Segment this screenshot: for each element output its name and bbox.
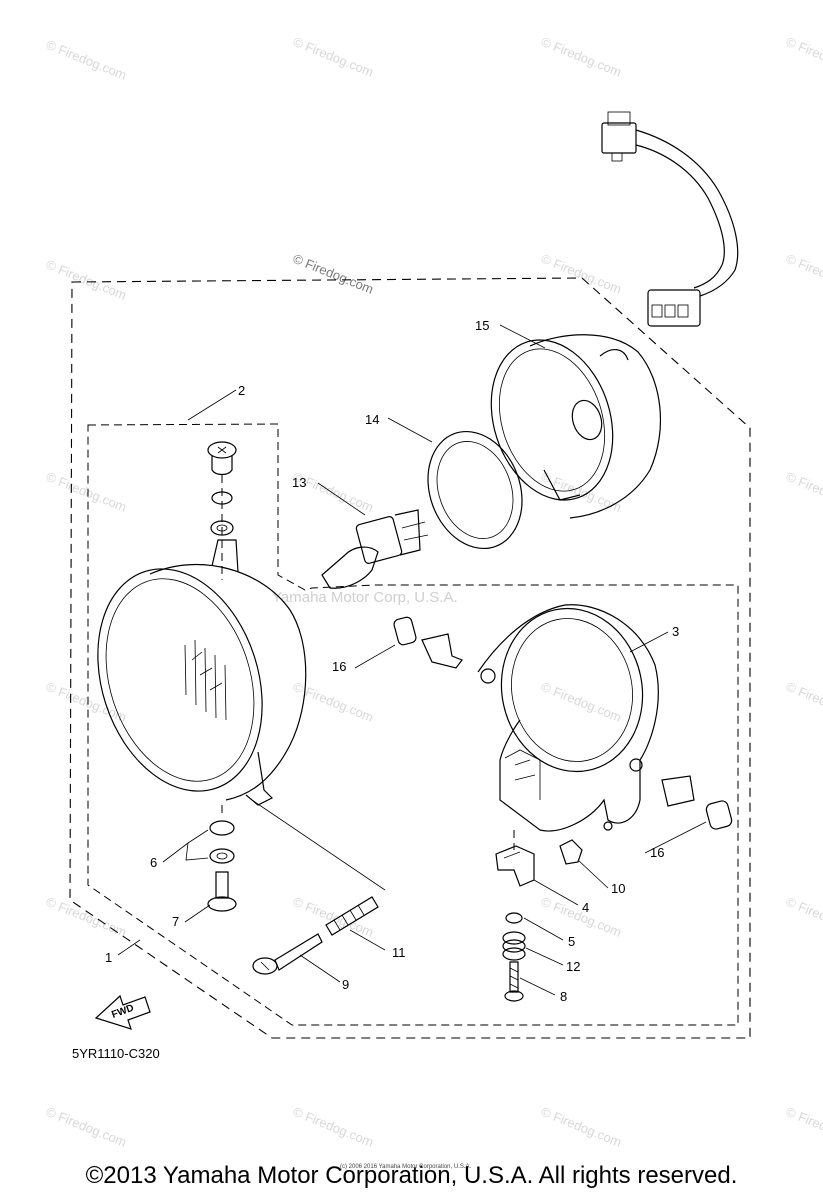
part-15-housing <box>490 334 662 519</box>
callout-5: 5 <box>568 934 575 949</box>
callout-16-right: 16 <box>650 845 664 860</box>
part-3-bracket <box>477 604 659 832</box>
watermark-text: © Firedog.com <box>291 251 376 297</box>
leader-lines <box>117 324 707 996</box>
callout-16-left: 16 <box>332 659 346 674</box>
watermark-center-text: Yamaha Motor Corp, U.S.A. <box>272 589 458 606</box>
part-7-bolt <box>207 871 237 912</box>
watermark-text: © Firedog.com <box>539 1104 624 1150</box>
watermark-text: © Firedog.com <box>291 1104 376 1150</box>
callout-9: 9 <box>342 977 349 992</box>
watermark-text: © Firedog.com <box>784 1104 823 1150</box>
callout-3: 3 <box>672 624 679 639</box>
watermark-text: © Firedog.com <box>784 251 823 297</box>
watermark-text: © Firedog.com <box>539 34 624 80</box>
callout-11: 11 <box>392 945 406 960</box>
callout-4: 4 <box>582 900 589 915</box>
alignment-lines <box>221 799 515 891</box>
callout-15: 15 <box>475 318 489 333</box>
part-12-spring <box>502 931 526 961</box>
part-16-grommet-right <box>661 775 733 830</box>
watermark-text: © Firedog.com <box>539 469 624 515</box>
assembly-outline-2 <box>87 423 739 1026</box>
callout-7: 7 <box>172 914 179 929</box>
watermark-text: © Firedog.com <box>44 1104 129 1150</box>
watermark-layer: © Firedog.com © Firedog.com © Firedog.co… <box>44 34 823 1150</box>
watermark-text: © Firedog.com <box>539 251 624 297</box>
watermark-text: © Firedog.com <box>784 469 823 515</box>
watermark-text: © Firedog.com <box>784 34 823 80</box>
diagram-code: 5YR1110-C320 <box>72 1046 160 1061</box>
part-8-adjust-screw <box>504 961 524 1002</box>
copyright-notice: ©2013 Yamaha Motor Corporation, U.S.A. A… <box>85 1162 738 1189</box>
callout-10: 10 <box>611 881 625 896</box>
watermark-text: © Firedog.com <box>291 34 376 80</box>
callout-12: 12 <box>566 959 580 974</box>
part-13-bulb <box>321 509 429 589</box>
watermark-text: © Firedog.com <box>44 257 129 303</box>
callout-labels: 15 14 13 2 3 16 16 10 4 5 12 8 11 9 7 6 … <box>105 318 679 1004</box>
part-6-washers <box>209 820 235 864</box>
callout-6: 6 <box>150 855 157 870</box>
watermark-text: © Firedog.com <box>539 679 624 725</box>
wiring-harness <box>601 111 739 327</box>
part-14-gasket <box>427 430 523 550</box>
part-9-screw <box>252 933 323 975</box>
watermark-text: © Firedog.com <box>44 469 129 515</box>
watermark-text: © Firedog.com <box>44 37 129 83</box>
callout-8: 8 <box>560 989 567 1004</box>
callout-14: 14 <box>365 412 379 427</box>
callout-1: 1 <box>105 950 112 965</box>
assembly-outline-1 <box>69 277 751 1039</box>
part-2-screw-hardware <box>207 441 237 580</box>
fine-print: (c) 2006 2016 Yamaha Motor Corporation, … <box>340 1164 472 1170</box>
watermark-text: © Firedog.com <box>44 894 129 940</box>
forward-arrow-icon: FWD <box>94 994 151 1030</box>
part-10-nut <box>559 839 583 865</box>
callout-2: 2 <box>238 383 245 398</box>
part-2-headlight-unit <box>97 539 307 806</box>
watermark-text: © Firedog.com <box>784 679 823 725</box>
part-11-spring <box>325 896 379 936</box>
part-16-grommet-left <box>393 616 463 669</box>
watermark-text: © Firedog.com <box>44 679 129 725</box>
watermark-text: © Firedog.com <box>784 894 823 940</box>
part-4-clip <box>495 845 535 887</box>
part-5-washer <box>505 912 523 924</box>
callout-13: 13 <box>292 475 306 490</box>
